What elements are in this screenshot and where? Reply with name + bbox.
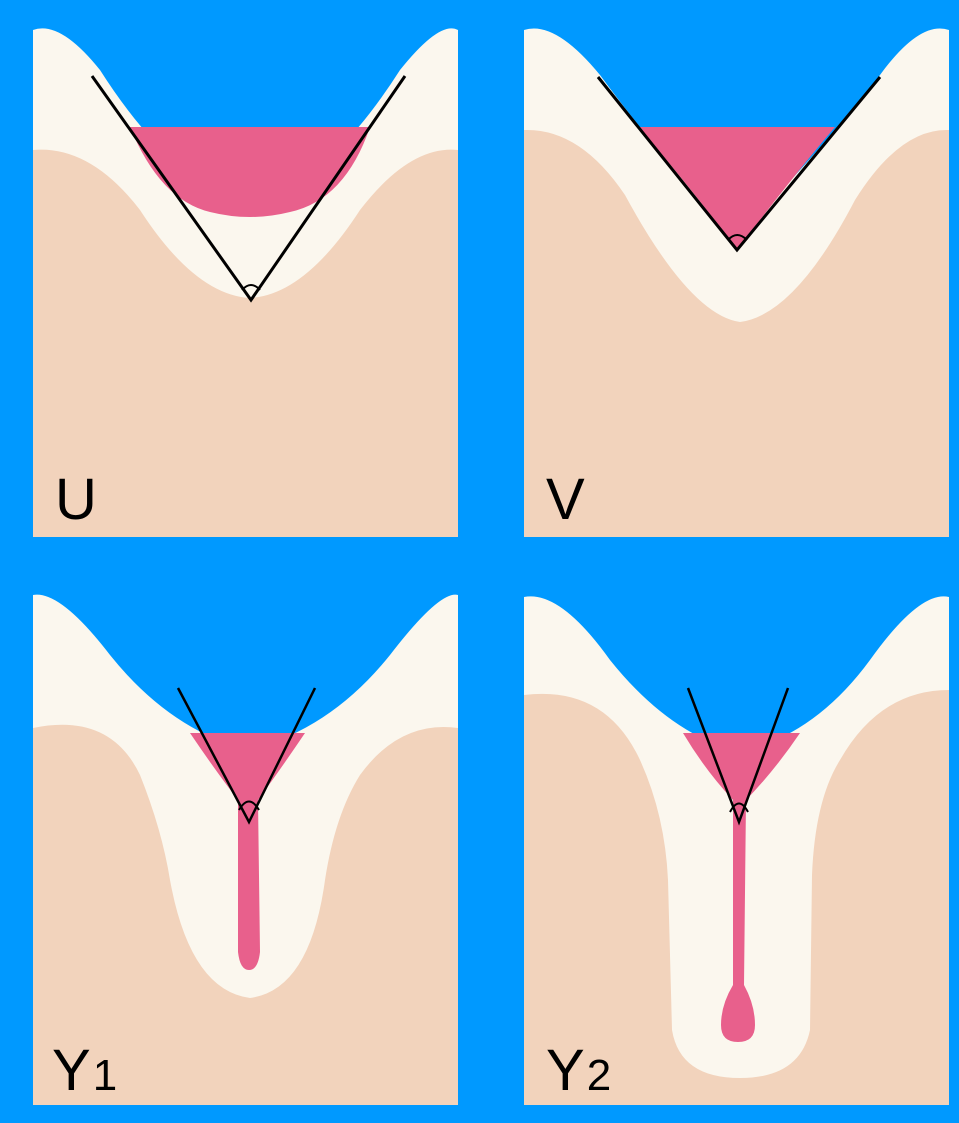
- panel-v: V: [524, 20, 949, 537]
- panel-u-label: U: [55, 467, 97, 532]
- panel-u: U: [33, 20, 458, 537]
- panel-v-label: V: [546, 467, 585, 532]
- panel-y1: Y1: [33, 585, 458, 1105]
- panel-y2: Y2: [524, 585, 949, 1105]
